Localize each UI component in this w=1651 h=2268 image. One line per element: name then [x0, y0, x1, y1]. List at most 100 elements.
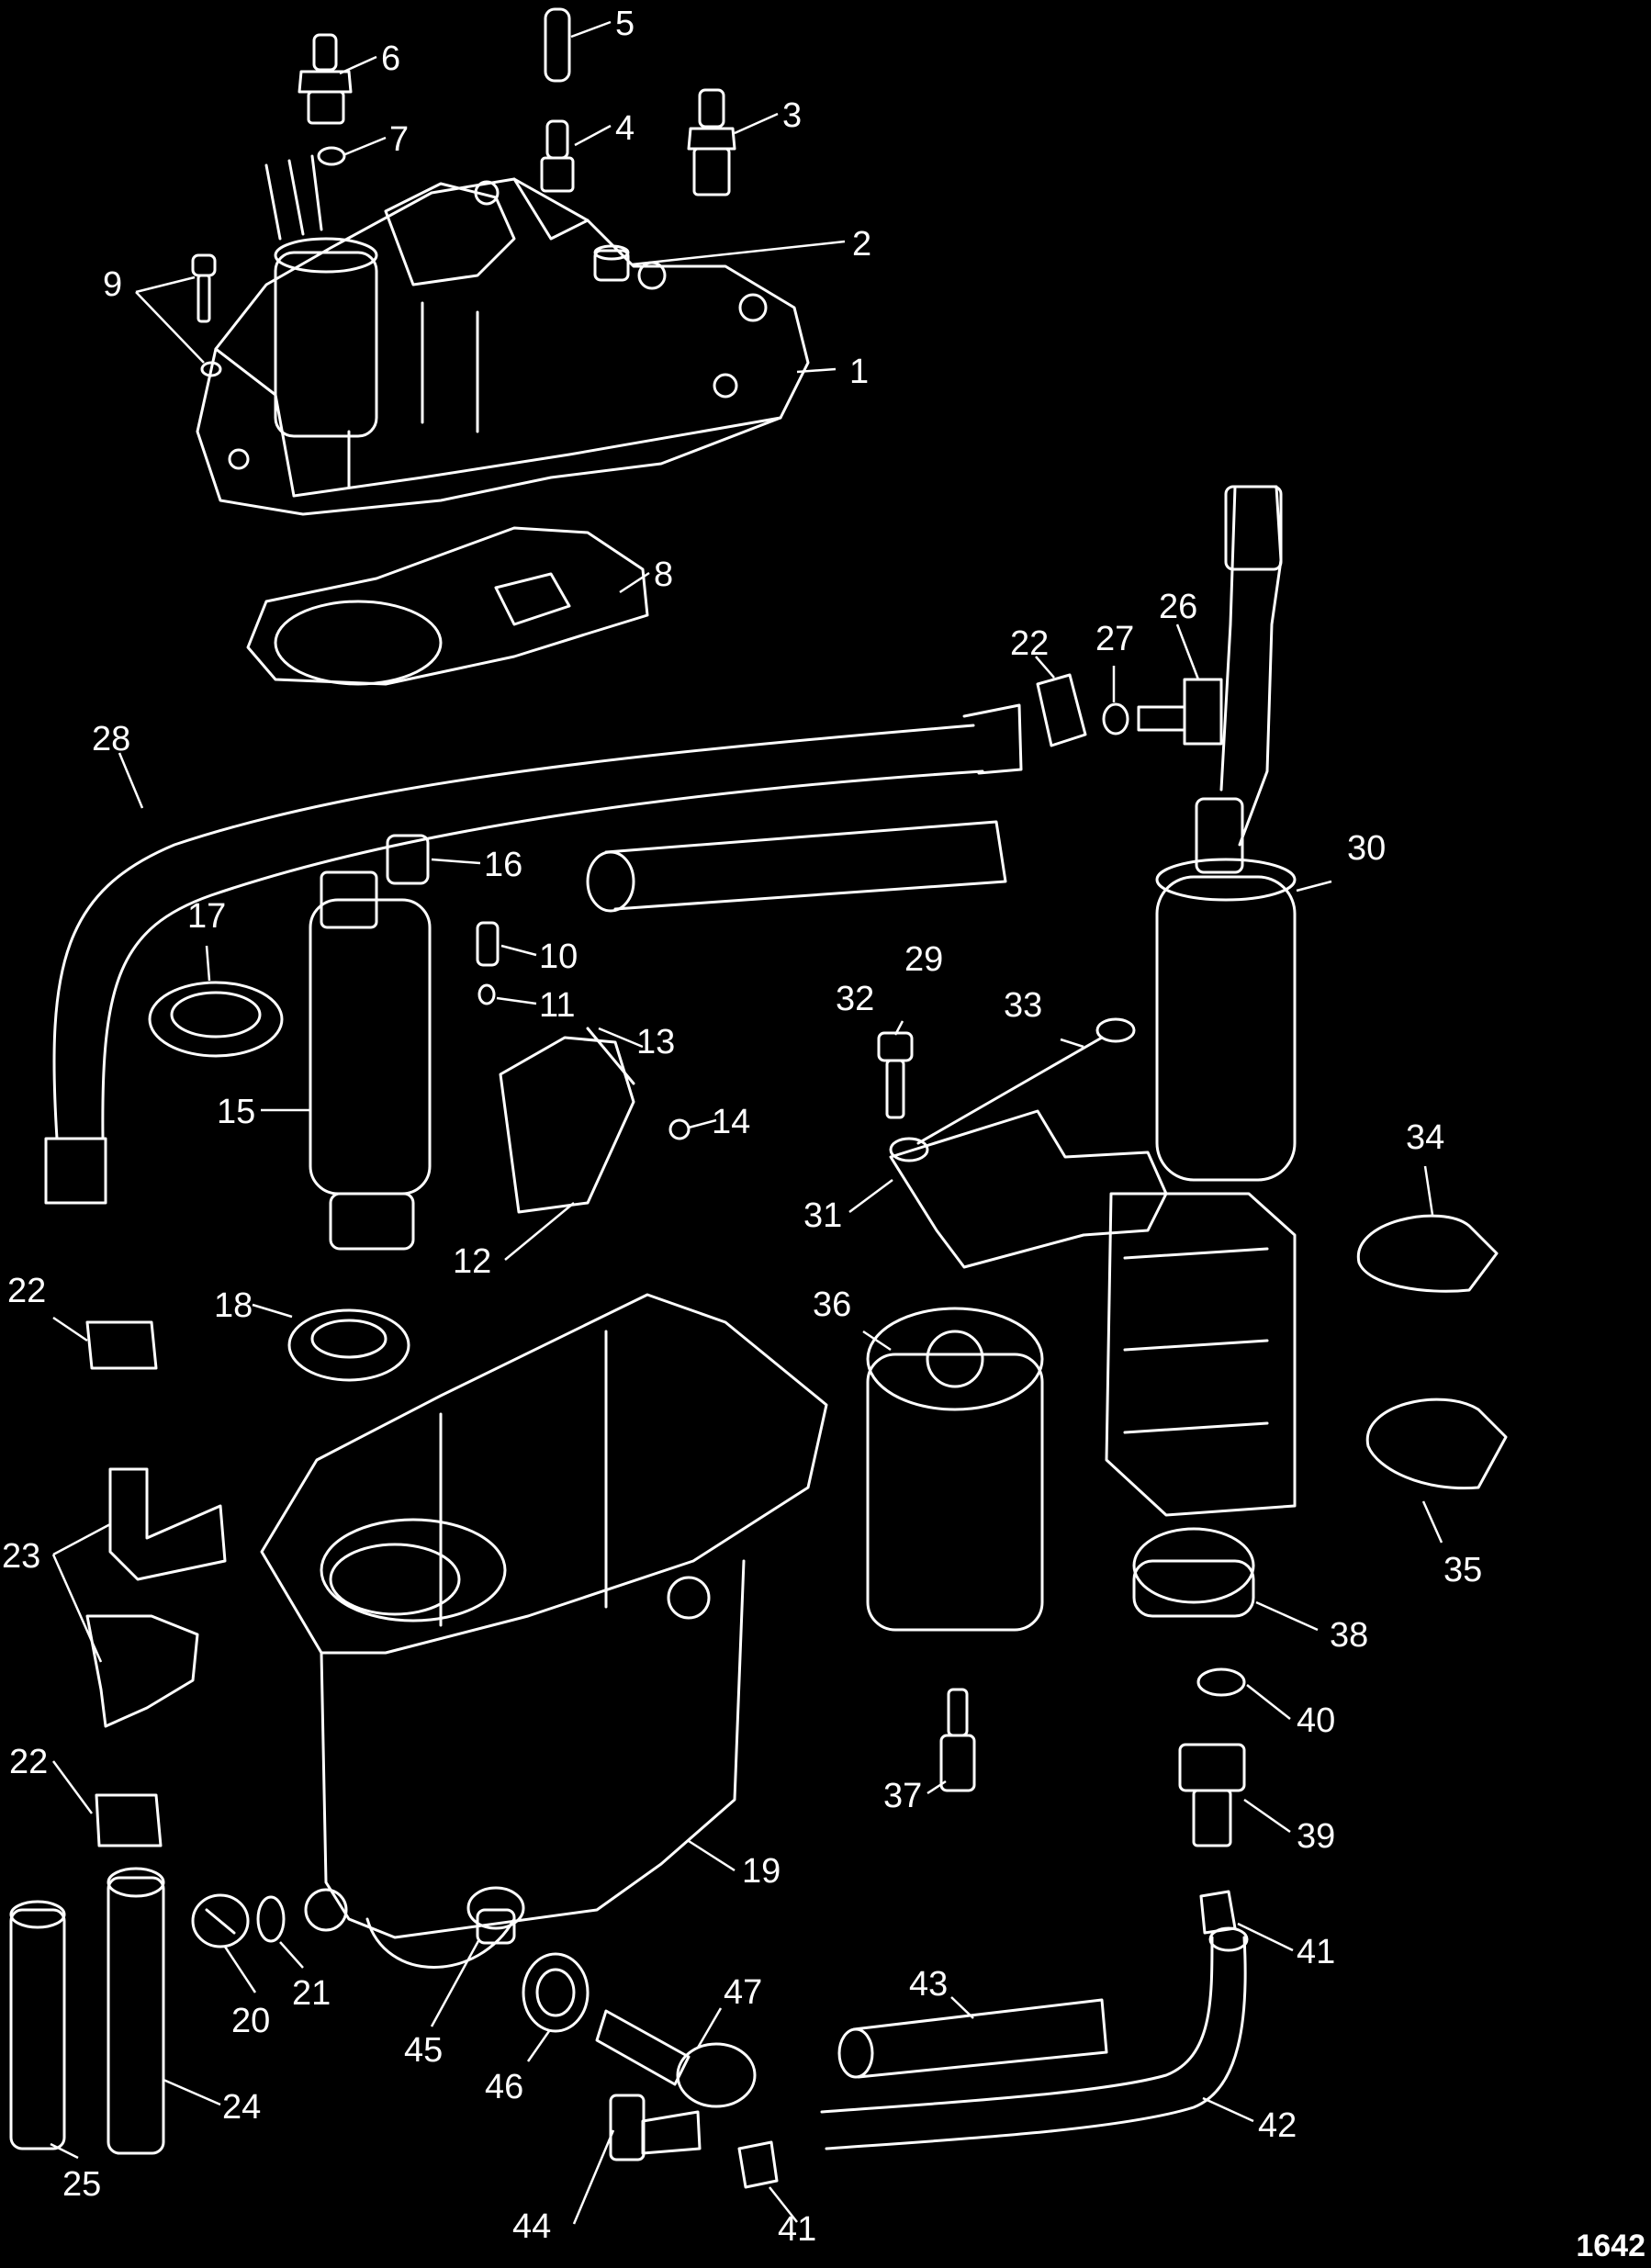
part-23-elbow-fittings — [85, 1467, 227, 1728]
callout-44: 44 — [512, 2207, 551, 2246]
callout-30: 30 — [1347, 829, 1386, 868]
part-41-clamp-lower — [737, 2140, 779, 2189]
part-12-cover — [499, 1036, 635, 1214]
part-25-tube — [9, 1900, 66, 2150]
callout-29: 29 — [904, 940, 943, 979]
callout-34: 34 — [1406, 1118, 1444, 1157]
callout-47: 47 — [724, 1973, 762, 2012]
part-26-elbow — [1137, 678, 1223, 746]
part-17-seal — [148, 981, 284, 1058]
part-2-cap — [593, 244, 630, 282]
part-32-bolt — [877, 1031, 914, 1119]
callout-19: 19 — [742, 1852, 781, 1891]
leader-lines — [50, 20, 1443, 2225]
callout-10: 10 — [539, 938, 578, 976]
part-33-ground-strap — [889, 1017, 1136, 1162]
part-36-filter — [866, 1307, 1044, 1632]
part-13-clip — [586, 1027, 635, 1085]
part-15-fuel-pump — [309, 870, 432, 1251]
part-24-tube — [107, 1867, 165, 2155]
part-28-hose — [52, 724, 984, 1140]
part-28-hose-end — [44, 703, 1023, 1205]
callout-32: 32 — [836, 980, 874, 1018]
callout-9: 9 — [103, 265, 122, 304]
callout-6: 6 — [381, 39, 400, 78]
part-38-plug — [1132, 1527, 1255, 1618]
callout-27: 27 — [1095, 620, 1134, 658]
part-22-clamp — [1036, 673, 1087, 747]
callout-25: 25 — [62, 2165, 101, 2204]
part-29-tube — [586, 820, 1007, 913]
part-18-grommet — [287, 1308, 410, 1382]
callouts: 1 2 3 4 5 6 7 8 9 10 11 12 13 14 15 16 1… — [2, 5, 1482, 2249]
part-7-o-ring — [317, 146, 346, 166]
part-41-clamp-upper — [1199, 1890, 1237, 1935]
callout-22-a: 22 — [1010, 624, 1049, 663]
callout-46: 46 — [485, 2068, 523, 2106]
part-46-plug — [522, 1952, 590, 2033]
part-43-tube — [837, 1998, 1108, 2079]
pump-holder-bracket — [1105, 1192, 1297, 1517]
part-45-fitting — [466, 1886, 525, 1945]
callout-24: 24 — [222, 2088, 261, 2127]
part-10-fitting — [476, 921, 500, 967]
part-14-nut — [668, 1118, 691, 1140]
part-30-fuel-pump — [1155, 485, 1297, 1182]
callout-20: 20 — [231, 2002, 270, 2040]
callout-8: 8 — [654, 556, 673, 594]
callout-21: 21 — [292, 1974, 331, 2013]
part-44-elbow — [609, 2094, 702, 2161]
part-34-clamp — [1356, 1214, 1499, 1293]
callout-15: 15 — [217, 1093, 255, 1131]
part-22-clamp-lower — [95, 1793, 163, 1847]
part-27-o-ring — [1102, 702, 1129, 735]
part-1-cover — [196, 154, 810, 516]
callout-17: 17 — [187, 897, 226, 936]
callout-11: 11 — [539, 986, 575, 1025]
drawing-id: 1642 — [1576, 2229, 1645, 2263]
part-20-drain-plug — [191, 1893, 250, 1948]
callout-37: 37 — [883, 1777, 922, 1815]
callout-7: 7 — [389, 120, 409, 159]
part-8-gasket — [246, 526, 649, 686]
callout-40: 40 — [1297, 1701, 1335, 1740]
callout-38: 38 — [1330, 1616, 1368, 1655]
callout-33: 33 — [1004, 986, 1042, 1025]
part-19-housing — [260, 1293, 828, 1969]
callout-35: 35 — [1443, 1551, 1482, 1589]
part-4-fitting — [540, 119, 575, 193]
part-35-clamp — [1365, 1398, 1508, 1490]
callout-42: 42 — [1258, 2106, 1297, 2145]
part-5-pin — [544, 7, 571, 83]
callout-1: 1 — [849, 353, 869, 391]
part-21-o-ring — [256, 1895, 286, 1943]
callout-22-b: 22 — [7, 1272, 46, 1310]
part-31-bracket — [889, 1109, 1168, 1269]
part-40-o-ring — [1196, 1667, 1246, 1697]
callout-16: 16 — [484, 846, 522, 884]
callout-28: 28 — [92, 720, 130, 758]
part-9-screw-washer — [191, 253, 222, 377]
callout-12: 12 — [453, 1242, 491, 1281]
callout-45: 45 — [404, 2031, 443, 2070]
callout-41-b: 41 — [778, 2210, 816, 2249]
callout-22-c: 22 — [9, 1743, 48, 1781]
part-42-hose — [820, 1926, 1249, 2150]
part-3-fitting — [687, 88, 736, 196]
callout-18: 18 — [214, 1286, 253, 1325]
callout-2: 2 — [852, 225, 871, 264]
part-11-o-ring — [477, 983, 496, 1005]
callout-39: 39 — [1297, 1817, 1335, 1856]
callout-41-a: 41 — [1297, 1933, 1335, 1971]
callout-43: 43 — [909, 1965, 948, 2004]
part-39-sensor — [1178, 1743, 1246, 1847]
callout-31: 31 — [803, 1196, 842, 1235]
callout-4: 4 — [615, 109, 635, 148]
part-16-sleeve — [386, 834, 430, 885]
callout-26: 26 — [1159, 588, 1197, 626]
callout-23: 23 — [2, 1537, 40, 1576]
part-37-spark-plug — [939, 1688, 976, 1792]
callout-13: 13 — [636, 1023, 675, 1061]
part-22-clamp-upper — [85, 1320, 158, 1370]
